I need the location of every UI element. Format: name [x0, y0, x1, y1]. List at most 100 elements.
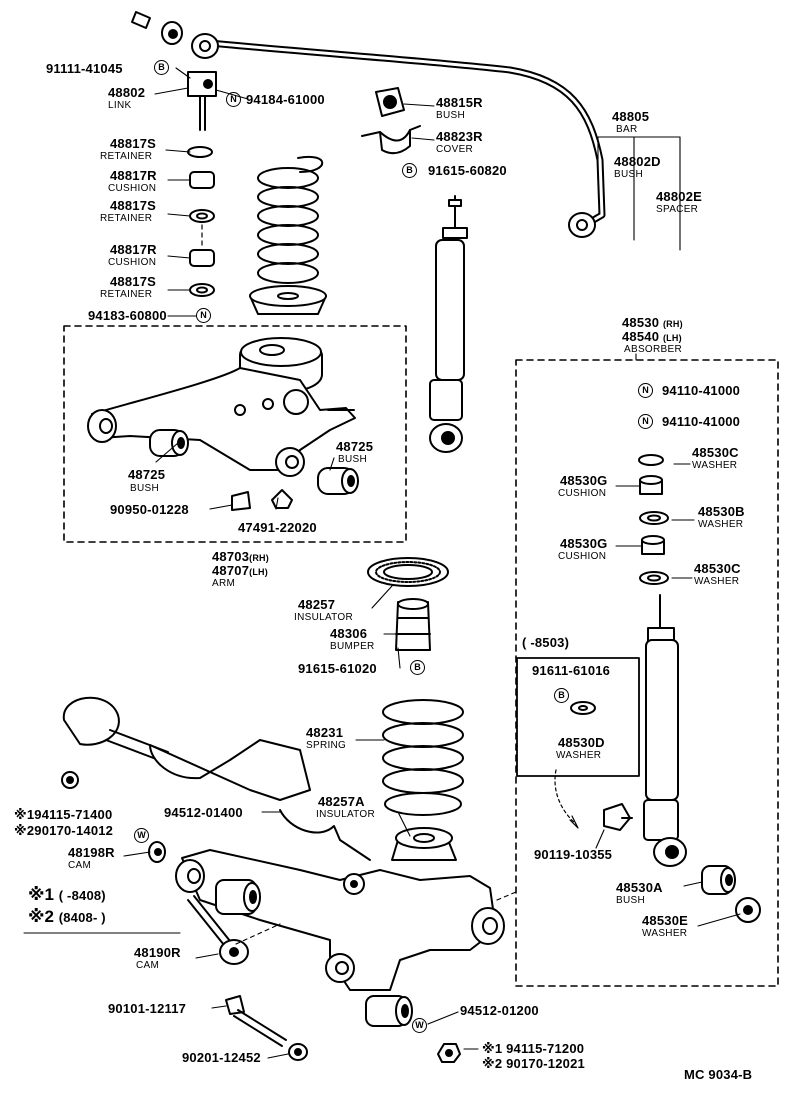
part-48530E: 48530E	[642, 913, 689, 928]
part-48540-name: ABSORBER	[624, 344, 682, 355]
part-48815R-name: BUSH	[436, 110, 465, 121]
part-48530D-name: WASHER	[556, 750, 602, 761]
spring-insulator-ring	[367, 557, 449, 587]
marker-n-94184: N	[226, 92, 241, 107]
part-48725-a-name: BUSH	[130, 483, 159, 494]
cam-bolt	[187, 895, 249, 965]
part-48802E-name: SPACER	[656, 204, 699, 215]
mount-bolt	[603, 803, 633, 831]
part-48817S-1: 48817S	[110, 136, 157, 151]
drive-shaft	[62, 696, 371, 861]
absorber-box	[515, 359, 779, 987]
part-48198R-name: CAM	[68, 860, 92, 871]
part-94115-71400: ※194115-71400	[14, 807, 113, 822]
lower-spring-insulator	[391, 827, 457, 861]
part-48823R: 48823R	[436, 129, 483, 144]
part-48530B: 48530B	[698, 504, 745, 519]
part-91611-61016: 91611-61016	[532, 663, 611, 678]
marker-w-94512b: W	[412, 1018, 427, 1033]
upper-shock-absorber	[429, 195, 468, 453]
small-nut-left	[61, 771, 79, 789]
part-94110-41000-b: 94110-41000	[662, 414, 741, 429]
stabilizer-link	[187, 71, 217, 131]
stabilizer-bar	[191, 33, 606, 238]
part-48725-b: 48725	[336, 439, 374, 454]
part-48530A: 48530A	[616, 880, 663, 895]
absorber-lower-bush	[701, 865, 761, 923]
part-48817S-2-name: RETAINER	[100, 213, 153, 224]
part-94183-60800: 94183-60800	[88, 308, 167, 323]
upper-arm-box	[63, 325, 407, 543]
part-48530B-name: WASHER	[698, 519, 744, 530]
lower-coil-spring	[382, 699, 464, 816]
lower-shock-absorber	[643, 594, 687, 867]
inset-box	[516, 657, 640, 777]
marker-n-94110a: N	[638, 383, 653, 398]
lower-bushing	[365, 995, 413, 1027]
part-48306: 48306	[330, 626, 368, 641]
part-47491-22020: 47491-22020	[238, 520, 317, 535]
part-48530G-1-name: CUSHION	[558, 488, 607, 499]
part-48530G-1: 48530G	[560, 473, 608, 488]
part-91111-41045: 91111-41045	[46, 61, 123, 76]
part-48530E-name: WASHER	[642, 928, 688, 939]
part-94184-61000: 94184-61000	[246, 92, 325, 107]
part-94512-01200: 94512-01200	[460, 1003, 539, 1018]
marker-b-91111: B	[154, 60, 169, 75]
part-48817S-2: 48817S	[110, 198, 157, 213]
marker-n-94110b: N	[638, 414, 653, 429]
part-48257: 48257	[298, 597, 336, 612]
part-48703: 48703(RH)	[212, 549, 269, 564]
cam-washer	[148, 841, 166, 863]
part-48707: 48707(LH)	[212, 563, 268, 578]
part-48198R: 48198R	[68, 845, 115, 860]
note-2: ※2 (8408- )	[28, 907, 106, 926]
part-48725-b-name: BUSH	[338, 454, 367, 465]
part-48257-name: INSULATOR	[294, 612, 354, 623]
part-48802D-name: BUSH	[614, 169, 643, 180]
small-bushing-top-left	[131, 11, 183, 45]
part-48190R: 48190R	[134, 945, 181, 960]
stabilizer-bush-cover	[361, 125, 421, 155]
part-48530G-2: 48530G	[560, 536, 608, 551]
part-48257A: 48257A	[318, 794, 365, 809]
part-48530G-2-name: CUSHION	[558, 551, 607, 562]
part-48190R-name: CAM	[136, 960, 160, 971]
part-48530: 48530 (RH)	[622, 315, 683, 330]
link-cushion-stack	[187, 146, 215, 297]
part-91615-60820: 91615-60820	[428, 163, 507, 178]
part-48817R-2-name: CUSHION	[108, 257, 157, 268]
part-48805: 48805	[612, 109, 650, 124]
part-48802-name: LINK	[108, 100, 132, 111]
marker-w-94512a: W	[134, 828, 149, 843]
leader-lines	[23, 67, 741, 1059]
marker-b-91611: B	[554, 688, 569, 703]
inset-pointer-arrow	[554, 769, 577, 825]
part-48817S-3: 48817S	[110, 274, 157, 289]
part-90950-01228: 90950-01228	[110, 502, 189, 517]
marker-b-91615a: B	[402, 163, 417, 178]
part-48530C-1-name: WASHER	[692, 460, 738, 471]
part-91615-61020: 91615-61020	[298, 661, 377, 676]
part-48817R-1-name: CUSHION	[108, 183, 157, 194]
nut	[437, 1043, 461, 1063]
stabilizer-bush	[375, 87, 405, 117]
part-94115-71200: ※1 94115-71200	[482, 1041, 585, 1056]
part-90101-12117: 90101-12117	[108, 1001, 187, 1016]
marker-b-91615b: B	[410, 660, 425, 675]
part-48257A-name: INSULATOR	[316, 809, 376, 820]
diagram-id: MC 9034-B	[684, 1067, 753, 1082]
marker-n-94183: N	[196, 308, 211, 323]
part-90170-12021: ※2 90170-12021	[482, 1056, 585, 1071]
part-48530C-1: 48530C	[692, 445, 739, 460]
part-94512-01400: 94512-01400	[164, 805, 243, 820]
upper-coil-spring	[249, 155, 327, 315]
part-48530D: 48530D	[558, 735, 605, 750]
inset-washer	[570, 701, 596, 715]
lower-arm	[175, 849, 505, 991]
part-48530C-2-name: WASHER	[694, 576, 740, 587]
part-48815R: 48815R	[436, 95, 483, 110]
part-48707-name: ARM	[212, 578, 236, 589]
